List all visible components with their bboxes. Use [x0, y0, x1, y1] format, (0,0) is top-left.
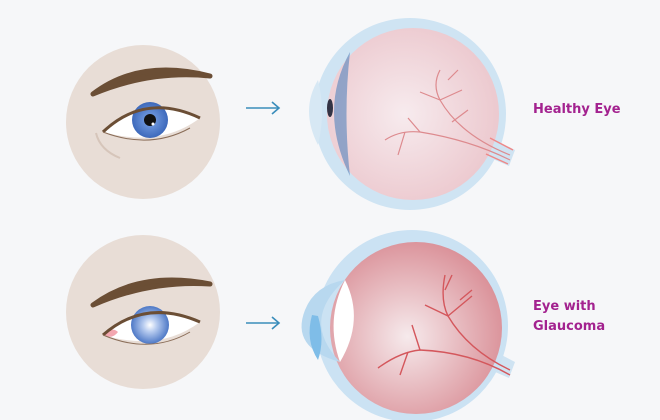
- healthy-eye-label-line: Healthy Eye: [533, 102, 621, 117]
- glaucoma-eyeball-cross-section: [301, 230, 515, 420]
- glaucoma-label-line-1: Eye with: [533, 299, 596, 314]
- healthy-eye-label: Healthy Eye: [533, 100, 621, 120]
- glaucoma-eye-label: Eye with Glaucoma: [533, 297, 605, 337]
- glaucoma-external-eye: [66, 235, 220, 389]
- healthy-eyeball-cross-section: [309, 18, 515, 210]
- glaucoma-arrow-icon: [246, 316, 281, 330]
- glaucoma-blood-vessels: [377, 274, 511, 376]
- glaucoma-label-line-2: Glaucoma: [533, 319, 606, 334]
- healthy-blood-vessels: [384, 69, 511, 161]
- healthy-external-eye: [66, 45, 220, 199]
- healthy-arrow-icon: [246, 101, 281, 115]
